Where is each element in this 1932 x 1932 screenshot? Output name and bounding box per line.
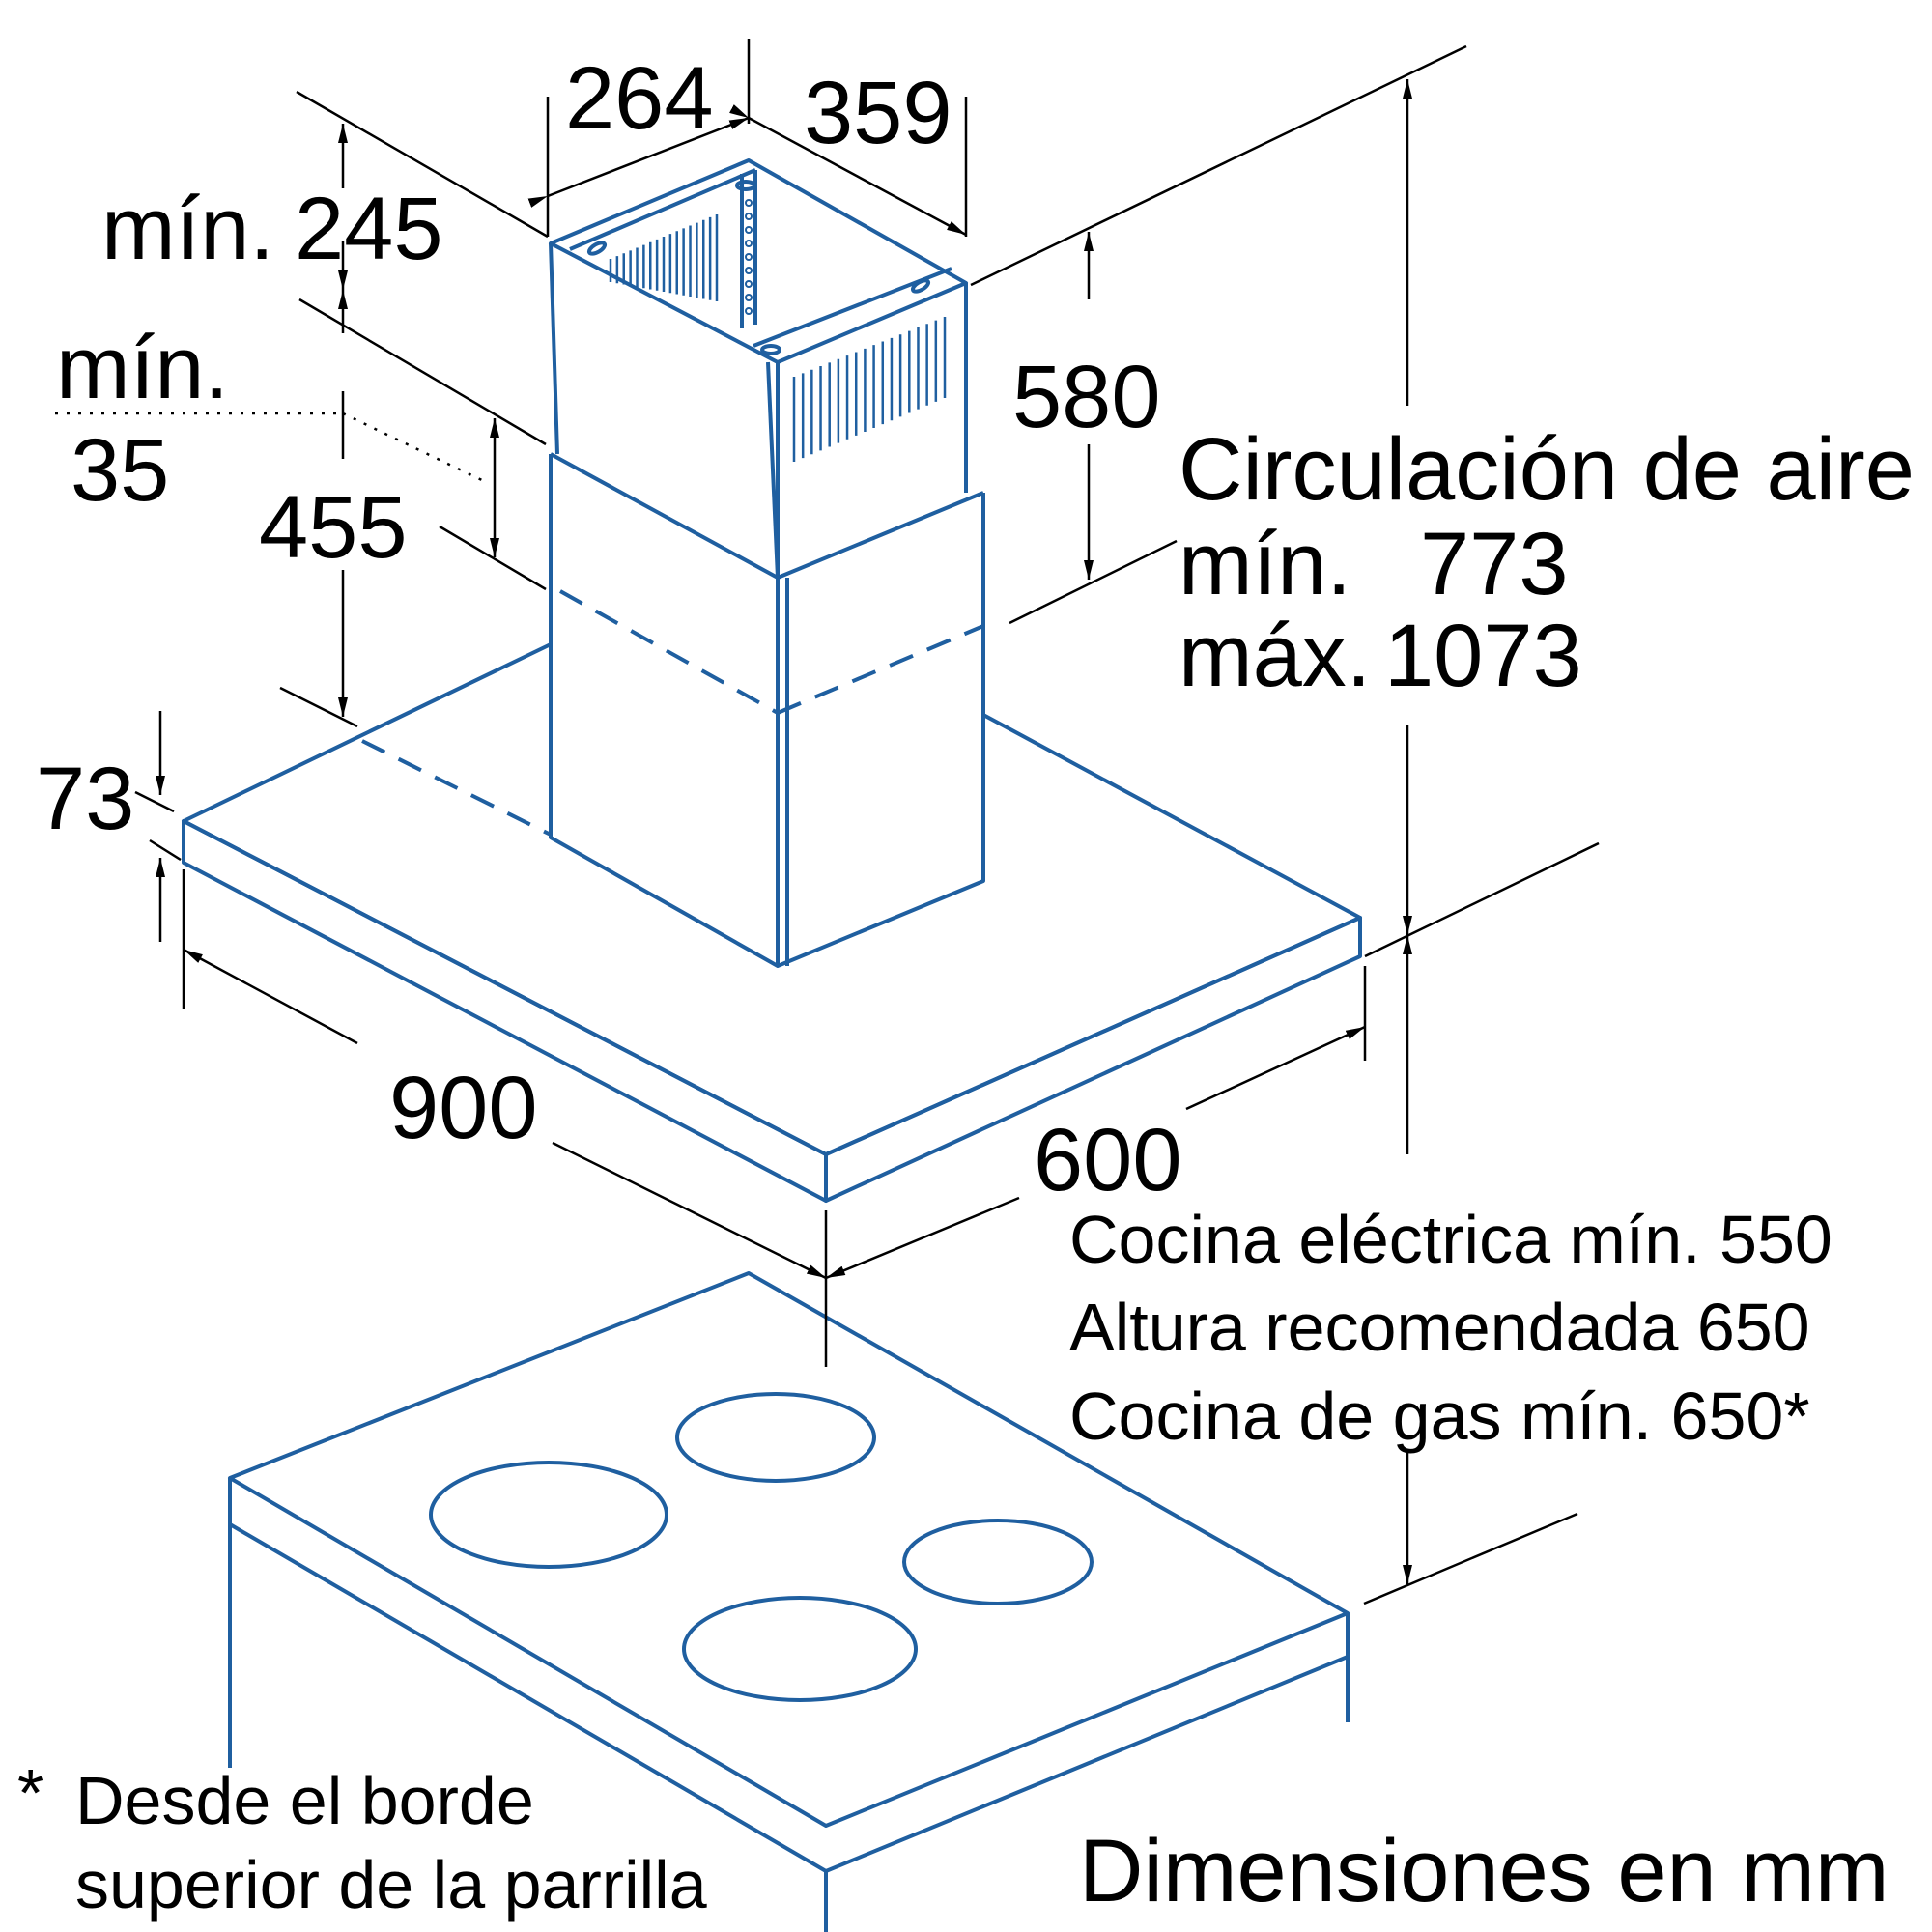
mounting-hole (745, 240, 753, 247)
note-recommended: Altura recomendada 650 (1069, 1290, 1810, 1365)
label-264: 264 (565, 49, 714, 148)
circulation-title: Circulación de aire (1179, 420, 1915, 519)
footnote-line2: superior de la parrilla (75, 1847, 707, 1922)
footnote-marker: * (17, 1755, 43, 1831)
mounting-hole (745, 213, 753, 220)
mounting-hole (745, 280, 753, 288)
circulation-min-value: 773 (1420, 515, 1569, 613)
units-caption: Dimensiones en mm (1079, 1822, 1889, 1920)
vent-slots-front (792, 317, 947, 462)
label-580: 580 (1012, 348, 1161, 446)
label-359: 359 (804, 64, 952, 162)
label-min-35-prefix: mín. (56, 319, 229, 417)
hood-drawing (182, 158, 1362, 1932)
hood-canopy (182, 642, 1362, 1203)
mounting-hole (745, 267, 753, 274)
label-600: 600 (1034, 1111, 1182, 1209)
label-min-245-prefix: mín. (101, 180, 274, 278)
burner-right (902, 1519, 1094, 1605)
note-electric: Cocina eléctrica mín. 550 (1069, 1202, 1833, 1277)
burner-front (682, 1596, 918, 1702)
cooktop-notes: Cocina eléctrica mín. 550 Altura recomen… (1069, 1202, 1833, 1454)
label-min-245-value: 245 (295, 180, 443, 278)
dimension-labels: 264 359 mín. 245 mín. 35 455 580 73 900 … (36, 49, 1182, 1209)
mounting-hole (745, 294, 753, 301)
burner-left (429, 1461, 668, 1569)
footnote: * Desde el borde superior de la parrilla (17, 1755, 707, 1922)
label-455: 455 (259, 478, 408, 577)
label-900: 900 (389, 1059, 538, 1157)
mounting-hole (745, 226, 753, 234)
mounting-holes (745, 199, 753, 315)
mounting-hole (745, 307, 753, 315)
footnote-line1: Desde el borde (75, 1763, 534, 1838)
mounting-hole (745, 199, 753, 207)
vent-slots-rear (609, 214, 719, 301)
air-circulation-block: Circulación de aire mín. 773 máx. 1073 (1179, 420, 1915, 705)
label-73: 73 (36, 750, 134, 848)
circulation-max-value: 1073 (1384, 607, 1582, 705)
circulation-max-label: máx. (1179, 607, 1371, 705)
circulation-min-label: mín. (1179, 515, 1351, 613)
chimney-lower (549, 454, 985, 968)
burner-back (675, 1392, 876, 1483)
label-min-35-value: 35 (71, 421, 169, 520)
cooktop (228, 1271, 1350, 1932)
note-gas: Cocina de gas mín. 650* (1069, 1378, 1810, 1454)
mounting-hole (745, 253, 753, 261)
dimension-lines (55, 39, 1600, 1605)
chimney-upper (549, 158, 984, 580)
